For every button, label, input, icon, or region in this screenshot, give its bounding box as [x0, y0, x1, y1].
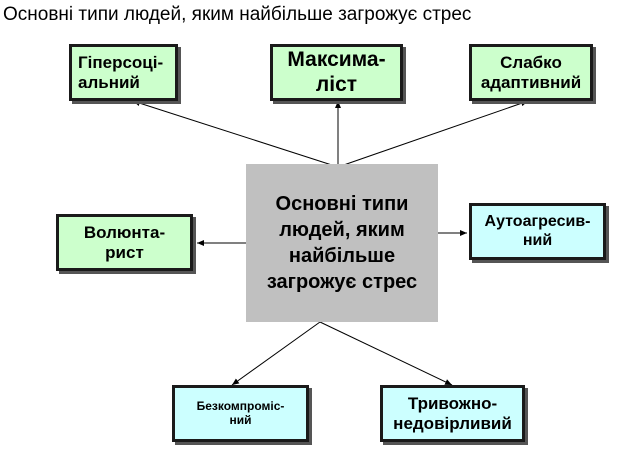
arrow-to-weakly-adaptive: [337, 100, 529, 168]
node-autoaggressive-line1: Аутоагресив-: [484, 213, 591, 231]
node-hypersocial: Гіперсоці- альний: [69, 44, 178, 101]
node-weakly-adaptive-line2: адаптивний: [480, 72, 582, 92]
center-line4: загрожує стрес: [266, 271, 418, 293]
center-line2: людей, яким: [279, 219, 405, 241]
page-title: Основні типи людей, яким найбільше загро…: [3, 4, 472, 25]
node-autoaggressive-line2: ний: [522, 231, 553, 249]
arrow-to-anxious-distrustful: [319, 321, 453, 386]
node-weakly-adaptive: Слабко адаптивний: [469, 44, 593, 101]
arrow-to-hypersocial: [132, 100, 339, 168]
node-anxious-distrustful: Тривожно- недовірливий: [380, 385, 525, 442]
node-voluntarist: Волюнта- рист: [56, 214, 193, 271]
node-autoaggressive: Аутоагресив- ний: [469, 203, 606, 260]
node-maximalist-line2: ліст: [315, 72, 358, 96]
center-line3: найбільше: [288, 245, 396, 267]
node-uncompromising-line2: ний: [229, 412, 252, 427]
center-line1: Основні типи: [275, 193, 409, 215]
node-hypersocial-line1: Гіперсоці-: [78, 52, 164, 72]
node-maximalist: Максима- ліст: [270, 44, 403, 101]
center-topic-box: Основні типи людей, яким найбільше загро…: [246, 164, 438, 322]
node-uncompromising: Безкомпроміс- ний: [172, 385, 309, 442]
node-uncompromising-line1: Безкомпроміс-: [196, 398, 285, 413]
node-voluntarist-line1: Волюнта-: [83, 222, 166, 242]
node-voluntarist-line2: рист: [105, 242, 144, 262]
arrow-to-uncompromising: [231, 321, 321, 386]
node-maximalist-line1: Максима-: [287, 48, 386, 72]
node-anxious-distrustful-line1: Тривожно-: [407, 393, 498, 413]
node-anxious-distrustful-line2: недовірливий: [393, 413, 512, 433]
node-hypersocial-line2: альний: [78, 72, 140, 92]
node-weakly-adaptive-line1: Слабко: [500, 52, 562, 72]
